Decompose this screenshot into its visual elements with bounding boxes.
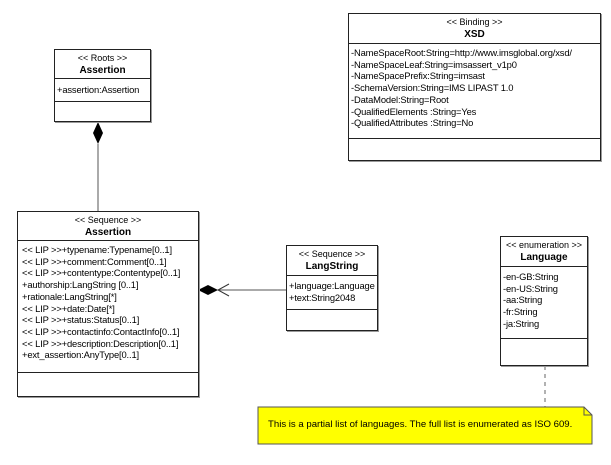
class-attribute: << LIP >>+description:Description[0..1] xyxy=(22,337,179,349)
class-name: Assertion xyxy=(84,227,132,238)
class-attributes: +language:Language +text:String2048 xyxy=(287,276,377,310)
class-operations xyxy=(287,310,377,330)
class-stereotype: << Sequence >> xyxy=(74,215,142,225)
class-operations xyxy=(501,339,587,365)
class-name: Assertion xyxy=(79,65,126,76)
note-text: This is a partial list of languages. The… xyxy=(268,419,573,430)
class-attribute: +authorship:LangString [0..1] xyxy=(22,279,139,291)
class-header: << Sequence >> LangString xyxy=(287,246,377,276)
class-attribute: << LIP >>+date:Date[*] xyxy=(22,302,115,314)
class-name: Language xyxy=(520,252,568,263)
class-attribute: -en-US:String xyxy=(503,282,558,294)
class-attribute: -DataModel:String=Root xyxy=(351,93,449,105)
class-attribute: -QualifiedAttributes :String=No xyxy=(351,117,474,129)
class-attribute: -SchemaVersion:String=IMS LIPAST 1.0 xyxy=(351,82,514,94)
class-attribute: +language:Language xyxy=(289,280,375,291)
note-shape xyxy=(257,406,593,445)
class-attribute: +rationale:LangString[*] xyxy=(22,290,117,302)
navigability-arrow-icon xyxy=(216,283,230,297)
class-attribute: << LIP >>+typename:Typename[0..1] xyxy=(22,244,172,255)
class-attribute: +text:String2048 xyxy=(289,291,356,303)
class-header: << Roots >> Assertion xyxy=(55,50,150,79)
class-header: << Sequence >> Assertion xyxy=(18,212,198,241)
class-stereotype: << Roots >> xyxy=(77,53,128,63)
class-attribute: << LIP >>+contactinfo:ContactInfo[0..1] xyxy=(22,325,180,337)
class-language-enumeration[interactable]: << enumeration >> Language -en-GB:String… xyxy=(500,236,588,366)
class-attribute: -NameSpaceRoot:String=http://www.imsglob… xyxy=(351,47,572,58)
class-attribute: -fr:String xyxy=(503,306,538,318)
class-stereotype: << enumeration >> xyxy=(505,240,583,250)
class-header: << Binding >> XSD xyxy=(349,14,600,44)
class-langstring[interactable]: << Sequence >> LangString +language:Lang… xyxy=(286,245,378,331)
class-attributes: -en-GB:String -en-US:String -aa:String -… xyxy=(501,267,587,339)
composition-diamond-icon xyxy=(93,122,103,144)
note-fold-icon xyxy=(583,407,592,416)
class-attribute: << LIP >>+contentype:Contentype[0..1] xyxy=(22,267,181,279)
class-attribute: -NameSpaceLeaf:String=imsassert_v1p0 xyxy=(351,58,517,70)
class-sequence-assertion[interactable]: << Sequence >> Assertion << LIP >>+typen… xyxy=(17,211,199,397)
class-attribute: << LIP >>+status:Status[0..1] xyxy=(22,314,140,326)
composition-diamond-icon xyxy=(198,285,218,295)
class-name: XSD xyxy=(464,29,485,40)
class-attribute: +ext_assertion:AnyType[0..1] xyxy=(22,349,139,361)
class-name: LangString xyxy=(305,261,359,272)
class-attributes: +assertion:Assertion xyxy=(55,79,150,102)
class-operations xyxy=(18,373,198,396)
class-attribute: -QualifiedElements :String=Yes xyxy=(351,105,477,117)
class-operations xyxy=(55,102,150,121)
class-attributes: -NameSpaceRoot:String=http://www.imsglob… xyxy=(349,44,600,139)
class-operations xyxy=(349,139,600,160)
class-roots-assertion[interactable]: << Roots >> Assertion +assertion:Asserti… xyxy=(54,49,151,122)
class-stereotype: << Binding >> xyxy=(446,17,503,27)
class-attribute: -en-GB:String xyxy=(503,271,559,282)
class-attribute: -aa:String xyxy=(503,294,543,306)
class-attribute: +assertion:Assertion xyxy=(57,84,140,95)
class-header: << enumeration >> Language xyxy=(501,237,587,267)
class-attribute: -NameSpacePrefix:String=imsast xyxy=(351,70,485,82)
class-attribute: -ja:String xyxy=(503,317,540,329)
class-stereotype: << Sequence >> xyxy=(298,249,366,259)
class-attributes: << LIP >>+typename:Typename[0..1] << LIP… xyxy=(18,241,198,373)
class-binding-xsd[interactable]: << Binding >> XSD -NameSpaceRoot:String=… xyxy=(348,13,601,161)
class-attribute: << LIP >>+comment:Comment[0..1] xyxy=(22,255,167,267)
